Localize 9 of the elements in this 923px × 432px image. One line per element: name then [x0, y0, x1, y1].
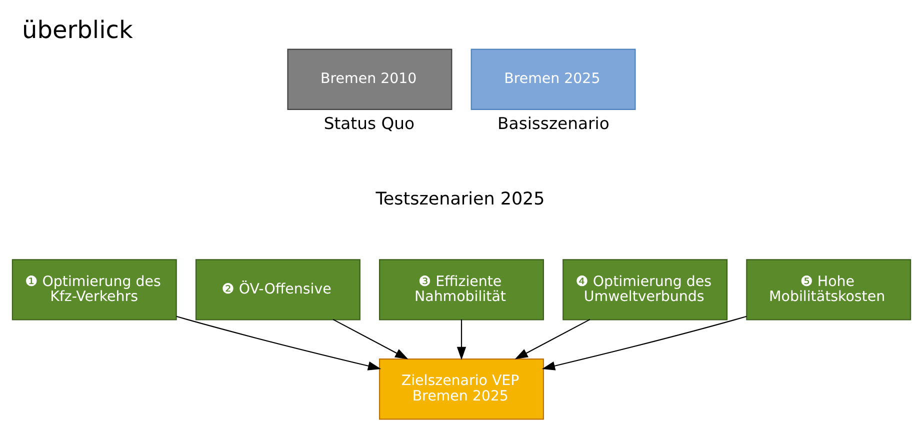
arrow	[542, 315, 747, 370]
node-label: Status Quo	[324, 114, 415, 133]
label: Testszenarien 2025	[376, 188, 545, 209]
arrow	[176, 315, 382, 370]
diagram-title: überblick	[22, 15, 133, 44]
arrow	[332, 318, 408, 359]
arrow	[456, 318, 466, 360]
arrow	[514, 318, 590, 359]
node-label: Basisszenario	[498, 114, 610, 133]
